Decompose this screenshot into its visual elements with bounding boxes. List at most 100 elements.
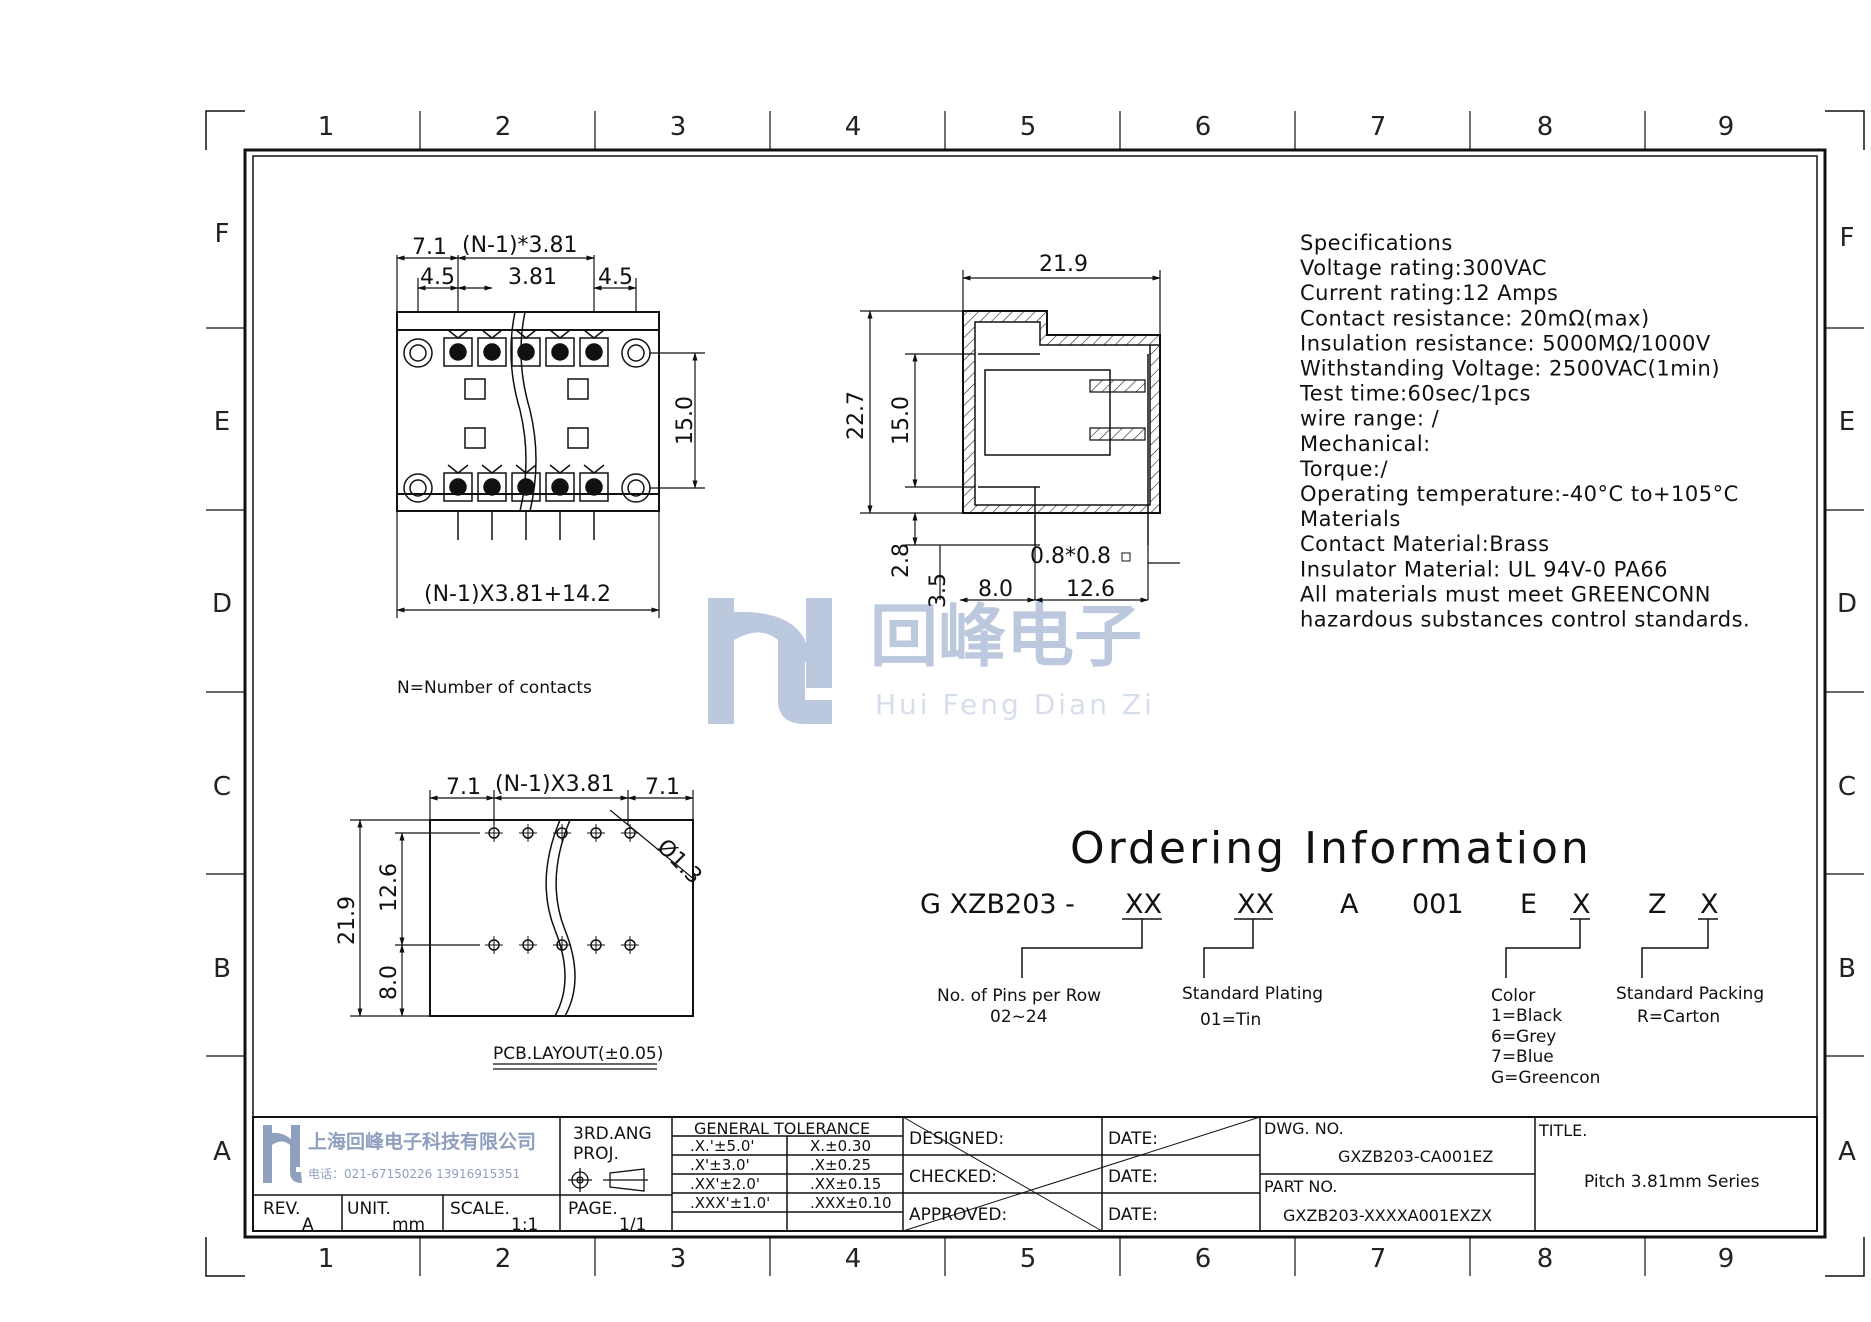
col-label: 8 [1537, 1244, 1554, 1274]
contact-cavities [443, 329, 609, 502]
contact-screw [483, 343, 501, 361]
dim-side-offset: 8.0 [978, 577, 1013, 602]
grid-row-labels-right: F E D C B A [1837, 223, 1857, 1167]
spec-line: Withstanding Voltage: 2500VAC(1min) [1300, 357, 1720, 381]
dim-side-span: 12.6 [1066, 577, 1115, 602]
date-label: DATE: [1108, 1167, 1158, 1187]
contact-screw [585, 343, 603, 361]
spec-line: Test time:60sec/1pcs [1299, 382, 1531, 406]
col-label: 6 [1195, 112, 1212, 142]
plating-label: Standard Plating [1182, 984, 1323, 1004]
dim-side-height: 22.7 [844, 391, 869, 440]
row-label: D [212, 589, 232, 619]
dim-pcb-hole: Ø1.3 [652, 835, 707, 890]
col-label: 2 [495, 1244, 512, 1274]
spec-line: Insulator Material: UL 94V-0 PA66 [1300, 557, 1668, 581]
order-code-001: 001 [1412, 889, 1464, 920]
unit-value: mm [392, 1215, 425, 1235]
third-angle-projection-icon [568, 1168, 648, 1192]
order-code-e: E [1520, 889, 1537, 920]
pcb-hole-crosshair [519, 824, 537, 842]
dim-side-width: 21.9 [1039, 252, 1088, 277]
rev-label: REV. [263, 1199, 300, 1219]
date-label: DATE: [1108, 1129, 1158, 1149]
row-label: F [1840, 223, 1855, 253]
tolerance-cell: .X±0.25 [810, 1156, 871, 1174]
spec-line: Insulation resistance: 5000MΩ/1000V [1300, 331, 1711, 355]
col-label: 1 [318, 1244, 335, 1274]
spec-line: All materials must meet GREENCONN [1300, 582, 1711, 606]
dim-pcb-height: 21.9 [335, 896, 360, 945]
contact-clip [583, 329, 605, 339]
contact-screw [517, 343, 535, 361]
color-option: 7=Blue [1491, 1047, 1554, 1067]
col-label: 3 [670, 112, 687, 142]
projection-label: PROJ. [573, 1144, 619, 1164]
title-value: Pitch 3.81mm Series [1584, 1172, 1760, 1192]
contact-screw [585, 478, 603, 496]
spec-line: Current rating:12 Amps [1300, 281, 1558, 305]
company-logo-icon [263, 1125, 302, 1183]
tolerance-cell: .XXX±0.10 [810, 1194, 892, 1212]
contact-screw [551, 478, 569, 496]
contact-clip [447, 329, 469, 339]
order-code-plating: XX [1237, 889, 1274, 920]
contact-clip [583, 464, 605, 474]
dim-pcb-left: 7.1 [446, 775, 481, 800]
front-view-note: N=Number of contacts [397, 678, 592, 698]
pcb-hole-crosshair [485, 936, 503, 954]
color-label: Color [1491, 986, 1535, 1006]
contact-clip [481, 329, 503, 339]
contact-screw [449, 478, 467, 496]
spec-heading: Specifications [1300, 231, 1453, 255]
company-phone: 电话：021-67150226 13916915351 [308, 1167, 520, 1181]
checked-label: CHECKED: [909, 1167, 997, 1187]
spec-line: Contact Material:Brass [1300, 532, 1550, 556]
contact-clip [515, 329, 537, 339]
spec-line: Mechanical: [1300, 432, 1431, 456]
dim-side-pin: 2.8 [889, 543, 914, 578]
spec-line: Materials [1300, 507, 1401, 531]
order-code-color: X [1572, 889, 1591, 920]
grid-column-labels-bottom: 1 2 3 4 5 6 7 8 9 [318, 1244, 1735, 1274]
row-label: C [1838, 772, 1856, 802]
row-label: C [213, 772, 231, 802]
row-label: F [215, 219, 230, 249]
pcb-hole-crosshair [587, 936, 605, 954]
tolerance-cell: .XX'±2.0' [690, 1175, 760, 1193]
watermark-logo-icon [708, 598, 832, 724]
contact-screw [551, 343, 569, 361]
grid-column-labels-top: 1 2 3 4 5 6 7 8 9 [318, 112, 1735, 142]
order-code-packing: X [1700, 889, 1719, 920]
pcb-hole-crosshair [519, 936, 537, 954]
dim-front-a: 4.5 [420, 265, 455, 290]
scale-label: SCALE. [450, 1199, 510, 1219]
packing-label: Standard Packing [1616, 984, 1764, 1004]
spec-line: Voltage rating:300VAC [1300, 256, 1547, 280]
dim-front-left: 7.1 [412, 235, 447, 260]
col-label: 5 [1020, 1244, 1037, 1274]
contact-clip [549, 329, 571, 339]
company-name: 上海回峰电子科技有限公司 [308, 1130, 536, 1153]
watermark-en: Hui Feng Dian Zi [875, 688, 1155, 721]
dim-front-b: 4.5 [598, 265, 633, 290]
tolerance-title: GENERAL TOLERANCE [694, 1119, 870, 1138]
order-code-pins: XX [1125, 889, 1162, 920]
part-label: PART NO. [1264, 1177, 1337, 1196]
projection-label: 3RD.ANG [573, 1124, 652, 1144]
contact-screw [517, 478, 535, 496]
dim-front-top: (N-1)*3.81 [462, 233, 578, 258]
pcb-layout-caption: PCB.LAYOUT(±0.05) [493, 1044, 663, 1064]
contact-clip [549, 464, 571, 474]
tolerance-table: .X.'±5.0'X.±0.30.X'±3.0'.X±0.25.XX'±2.0'… [690, 1137, 892, 1212]
approved-label: APPROVED: [909, 1205, 1007, 1225]
col-label: 3 [670, 1244, 687, 1274]
plating-value: 01=Tin [1200, 1010, 1261, 1030]
row-label: E [214, 407, 230, 437]
date-label: DATE: [1108, 1205, 1158, 1225]
color-option: G=Greencon [1491, 1068, 1600, 1088]
order-code-prefix: G XZB203 - [920, 889, 1075, 920]
pcb-hole-crosshair [587, 824, 605, 842]
col-label: 9 [1718, 112, 1735, 142]
